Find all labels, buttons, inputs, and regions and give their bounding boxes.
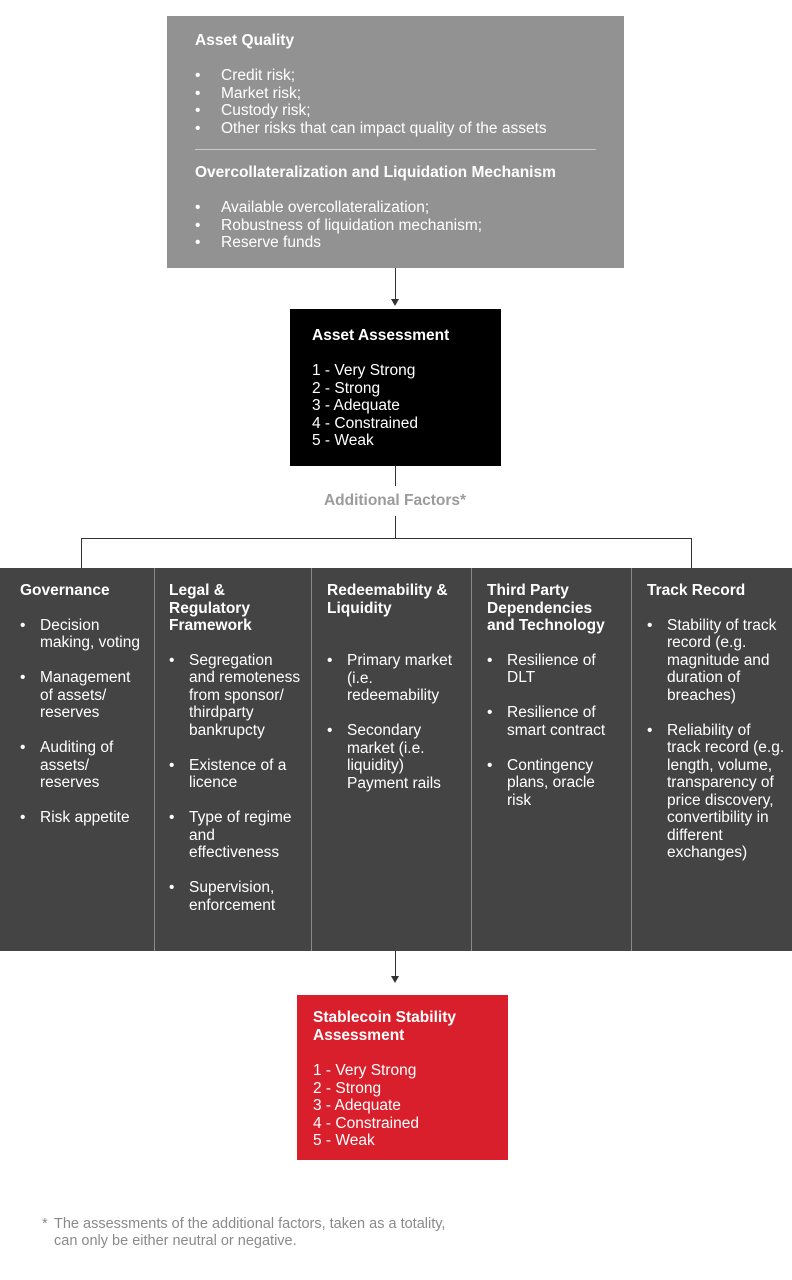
column-divider bbox=[471, 568, 472, 951]
factor-column-legal: Legal & Regulatory Framework Segregation… bbox=[155, 568, 311, 951]
scale-item: 4 - Constrained bbox=[313, 1114, 419, 1132]
list-item: Type of regime and effectiveness bbox=[169, 809, 301, 862]
footnote-marker: * bbox=[42, 1216, 48, 1232]
stability-assessment-scale: 1 - Very Strong 2 - Strong 3 - Adequate … bbox=[313, 1062, 492, 1150]
column-divider bbox=[631, 568, 632, 951]
additional-factors-label: Additional Factors* bbox=[323, 492, 467, 509]
asset-quality-heading: Asset Quality bbox=[195, 32, 295, 49]
factor-column-third-party: Third Party Dependencies and Technology … bbox=[472, 568, 631, 951]
footnote-text: The assessments of the additional factor… bbox=[54, 1216, 446, 1249]
column-divider bbox=[311, 568, 312, 951]
factor-title: Legal & Regulatory Framework bbox=[169, 582, 252, 634]
list-item: Segregation and remoteness from sponsor/… bbox=[169, 652, 301, 740]
scale-item: 5 - Weak bbox=[312, 432, 374, 449]
list-item: Other risks that can impact quality of t… bbox=[195, 120, 596, 138]
arrow-down-icon bbox=[391, 976, 399, 983]
asset-quality-list: Credit risk; Market risk; Custody risk; … bbox=[195, 67, 596, 137]
factor-column-governance: Governance Decision making, voting Manag… bbox=[0, 568, 154, 951]
factor-column-redeemability: Redeemability & Liquidity Primary market… bbox=[312, 568, 471, 951]
connector-line bbox=[81, 538, 82, 568]
footnote: * The assessments of the additional fact… bbox=[42, 1216, 462, 1250]
list-item: Primary market (i.e. redeemability bbox=[327, 652, 461, 705]
factor-list: Decision making, voting Management of as… bbox=[20, 617, 144, 827]
scale-item: 3 - Adequate bbox=[313, 1097, 401, 1114]
connector-line bbox=[691, 538, 692, 568]
list-item: Management of assets/ reserves bbox=[20, 669, 144, 722]
connector-line bbox=[395, 268, 396, 301]
list-item: Reserve funds bbox=[195, 234, 596, 252]
scale-item: 2 - Strong bbox=[313, 1079, 382, 1097]
scale-item: 3 - Adequate bbox=[312, 397, 400, 414]
factor-list: Primary market (i.e. redeemability Secon… bbox=[327, 652, 461, 792]
list-item: Existence of a licence bbox=[169, 757, 301, 792]
factor-list: Resilience of DLT Resilience of smart co… bbox=[487, 652, 621, 810]
connector-line bbox=[395, 516, 396, 538]
list-item: Risk appetite bbox=[20, 809, 144, 827]
asset-assessment-scale: 1 - Very Strong 2 - Strong 3 - Adequate … bbox=[312, 362, 479, 450]
stability-assessment-box: Stablecoin Stability Assessment 1 - Very… bbox=[297, 995, 508, 1160]
scale-item: 1 - Very Strong bbox=[312, 362, 416, 379]
factor-title: Track Record bbox=[647, 582, 746, 599]
column-divider bbox=[154, 568, 155, 951]
scale-item: 2 - Strong bbox=[312, 379, 381, 397]
overcollateralization-list: Available overcollateralization; Robustn… bbox=[195, 199, 596, 252]
connector-line bbox=[395, 466, 396, 486]
scale-item: 1 - Very Strong bbox=[313, 1062, 417, 1079]
factor-title: Third Party Dependencies and Technology bbox=[487, 582, 605, 634]
connector-line bbox=[395, 951, 396, 978]
scale-item: 5 - Weak bbox=[313, 1132, 375, 1149]
inputs-box: Asset Quality Credit risk; Market risk; … bbox=[167, 16, 624, 268]
list-item: Secondary market (i.e. liquidity) Paymen… bbox=[327, 722, 461, 792]
list-item: Stability of track record (e.g. magnitud… bbox=[647, 617, 786, 705]
list-item: Available overcollateralization; bbox=[195, 199, 596, 217]
factor-list: Segregation and remoteness from sponsor/… bbox=[169, 652, 301, 915]
overcollateralization-heading: Overcollateralization and Liquidation Me… bbox=[195, 164, 556, 181]
list-item: Auditing of assets/ reserves bbox=[20, 739, 144, 792]
asset-assessment-box: Asset Assessment 1 - Very Strong 2 - Str… bbox=[290, 309, 501, 466]
factor-list: Stability of track record (e.g. magnitud… bbox=[647, 617, 786, 862]
list-item: Resilience of DLT bbox=[487, 652, 621, 687]
list-item: Credit risk; bbox=[195, 67, 596, 85]
stability-assessment-title: Stablecoin Stability Assessment bbox=[313, 1009, 456, 1044]
connector-line bbox=[81, 538, 691, 539]
arrow-down-icon bbox=[391, 299, 399, 306]
list-item: Custody risk; bbox=[195, 102, 596, 120]
divider bbox=[195, 149, 596, 150]
list-item: Robustness of liquidation mechanism; bbox=[195, 217, 596, 235]
list-item: Contingency plans, oracle risk bbox=[487, 757, 621, 810]
list-item: Resilience of smart contract bbox=[487, 704, 621, 739]
scale-item: 4 - Constrained bbox=[312, 414, 418, 432]
factor-title: Redeemability & Liquidity bbox=[327, 582, 448, 617]
factor-column-track-record: Track Record Stability of track record (… bbox=[632, 568, 792, 951]
asset-assessment-title: Asset Assessment bbox=[312, 327, 450, 344]
list-item: Reliability of track record (e.g. length… bbox=[647, 722, 786, 862]
factor-title: Governance bbox=[20, 582, 110, 599]
list-item: Decision making, voting bbox=[20, 617, 144, 652]
list-item: Market risk; bbox=[195, 85, 596, 103]
list-item: Supervision, enforcement bbox=[169, 879, 301, 914]
